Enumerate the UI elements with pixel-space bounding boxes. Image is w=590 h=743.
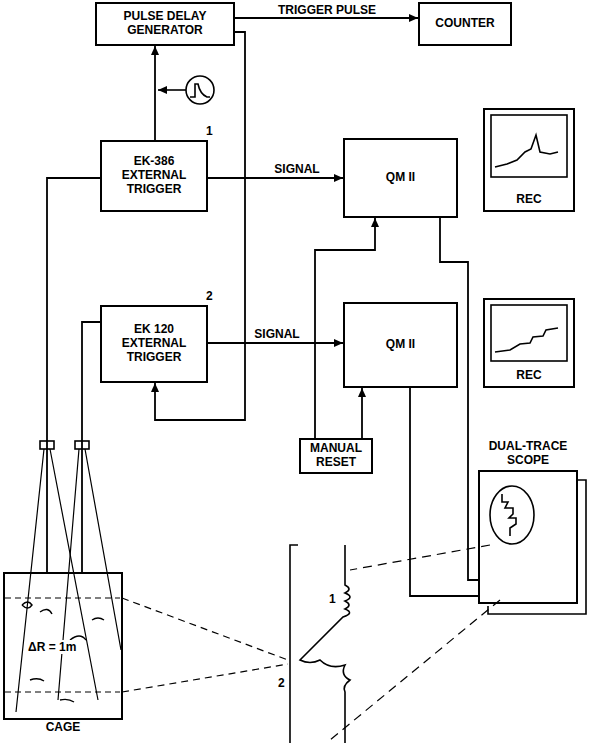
- signal-line: [47, 178, 100, 572]
- box-label: REC: [516, 193, 541, 207]
- sound-beam: [58, 449, 121, 700]
- recorder-screen: [491, 305, 567, 361]
- box-label: MANUAL RESET: [304, 442, 368, 470]
- callout-label: ΔR = 1m: [26, 640, 78, 654]
- outside-heading: DUAL-TRACE SCOPE: [470, 440, 586, 468]
- quantifier-box: QM II: [343, 138, 458, 218]
- gate-projection: [122, 598, 288, 692]
- pulse-arrow: [158, 89, 186, 91]
- signal-line: [235, 17, 418, 19]
- outside-heading: CAGE: [0, 721, 131, 735]
- callout-label: 1: [327, 592, 338, 606]
- range-gate: [5, 598, 120, 692]
- box-label: PULSE DELAY GENERATOR: [100, 10, 230, 38]
- box-label: REC: [516, 369, 541, 383]
- signal-line: [82, 322, 100, 572]
- trigger-box: EK-386 EXTERNAL TRIGGER: [100, 140, 208, 212]
- scope-back-panel: [488, 480, 586, 614]
- box-label: EK-386 EXTERNAL TRIGGER: [105, 155, 203, 196]
- box-label: QM II: [386, 171, 415, 185]
- line-label: SIGNAL: [252, 327, 301, 341]
- recorder-box: REC: [483, 108, 575, 212]
- fish: [22, 602, 104, 702]
- line-label: TRIGGER PULSE: [276, 3, 378, 17]
- echo-waveform: [300, 545, 350, 743]
- recorder-trace: [495, 135, 558, 167]
- signal-line: [208, 177, 343, 179]
- line-label: SIGNAL: [272, 162, 321, 176]
- counter-box: COUNTER: [418, 2, 512, 46]
- signal-line: [154, 46, 156, 140]
- quantifier-box: QM II: [343, 302, 458, 388]
- trigger-box: EK 120 EXTERNAL TRIGGER: [100, 305, 208, 383]
- signal-line: [410, 388, 478, 596]
- reset-box: MANUAL RESET: [299, 438, 373, 474]
- callout-label: 2: [204, 289, 215, 303]
- scope-screen: [490, 486, 534, 544]
- recorder-box: REC: [483, 298, 575, 388]
- delay-generator-box: PULSE DELAY GENERATOR: [95, 2, 235, 46]
- pulse-symbol: [186, 76, 214, 104]
- callout-label: 1: [204, 124, 215, 138]
- signal-line: [361, 388, 363, 438]
- scope-projection: [330, 545, 500, 740]
- scope-trace: [502, 494, 516, 536]
- box-label: EK 120 EXTERNAL TRIGGER: [105, 323, 203, 364]
- pulse-shape: [190, 84, 210, 97]
- recorder-trace: [495, 328, 558, 352]
- box-label: QM II: [386, 338, 415, 352]
- waveform-baseline: [290, 545, 298, 743]
- signal-line: [208, 342, 343, 344]
- signal-line: [440, 218, 478, 580]
- scope-box: DUAL-TRACE SCOPE: [478, 470, 578, 604]
- box-label: COUNTER: [435, 17, 494, 31]
- recorder-screen: [491, 115, 567, 177]
- sound-beam: [16, 449, 98, 712]
- callout-label: 2: [276, 676, 287, 690]
